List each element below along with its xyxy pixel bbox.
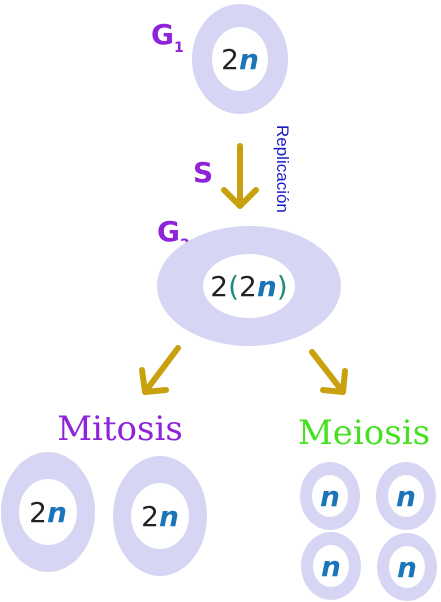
s-phase-label: S: [193, 156, 213, 189]
meiosis-cell-1: n: [300, 462, 360, 530]
meiosis-cell-2: n: [376, 462, 436, 530]
g1-ploidy: 2n: [221, 43, 259, 76]
mitosis-cell-2-digit: 2: [141, 500, 159, 533]
mitosis-cell-2: 2n: [113, 456, 207, 576]
g1-cell: 2n: [192, 4, 288, 114]
g2-ploidy: 2(2n): [210, 270, 287, 303]
g1-phase-letter: G: [151, 18, 174, 51]
meiosis-cell-3-n: n: [321, 550, 341, 583]
mitosis-cell-1-digit: 2: [29, 496, 47, 529]
meiosis-label: Meiosis: [298, 413, 430, 453]
meiosis-cell-4-n: n: [397, 551, 417, 584]
g2-ploidy-open-paren: (: [228, 270, 239, 303]
g2-ploidy-close-paren: ): [277, 270, 288, 303]
mitosis-cell-1: 2n: [1, 452, 95, 572]
g1-ploidy-n: n: [239, 43, 259, 76]
arrow-g1-to-g2: [221, 143, 259, 209]
g1-phase-subscript: 1: [174, 40, 184, 56]
mitosis-cell-1-n: n: [47, 496, 67, 529]
replication-label: Replicación: [273, 125, 292, 213]
mitosis-cell-2-n: n: [159, 500, 179, 533]
g2-cell: 2(2n): [157, 226, 341, 346]
meiosis-cell-3: n: [301, 532, 361, 600]
arrow-to-meiosis: [309, 349, 348, 395]
g1-phase-label: G1: [151, 18, 184, 56]
meiosis-cell-2-n: n: [396, 480, 416, 513]
g2-phase-letter: G: [157, 215, 180, 248]
mitosis-cell-1-ploidy: 2n: [29, 496, 67, 529]
g2-ploidy-n: n: [257, 270, 277, 303]
mitosis-cell-2-ploidy: 2n: [141, 500, 179, 533]
meiosis-cell-4: n: [377, 533, 437, 601]
g1-ploidy-digit: 2: [221, 43, 239, 76]
meiosis-cell-1-n: n: [320, 480, 340, 513]
g2-ploidy-inner-digit: 2: [239, 270, 257, 303]
g2-ploidy-digit: 2: [210, 270, 228, 303]
mitosis-label: Mitosis: [57, 409, 183, 449]
arrow-to-mitosis: [139, 345, 181, 395]
